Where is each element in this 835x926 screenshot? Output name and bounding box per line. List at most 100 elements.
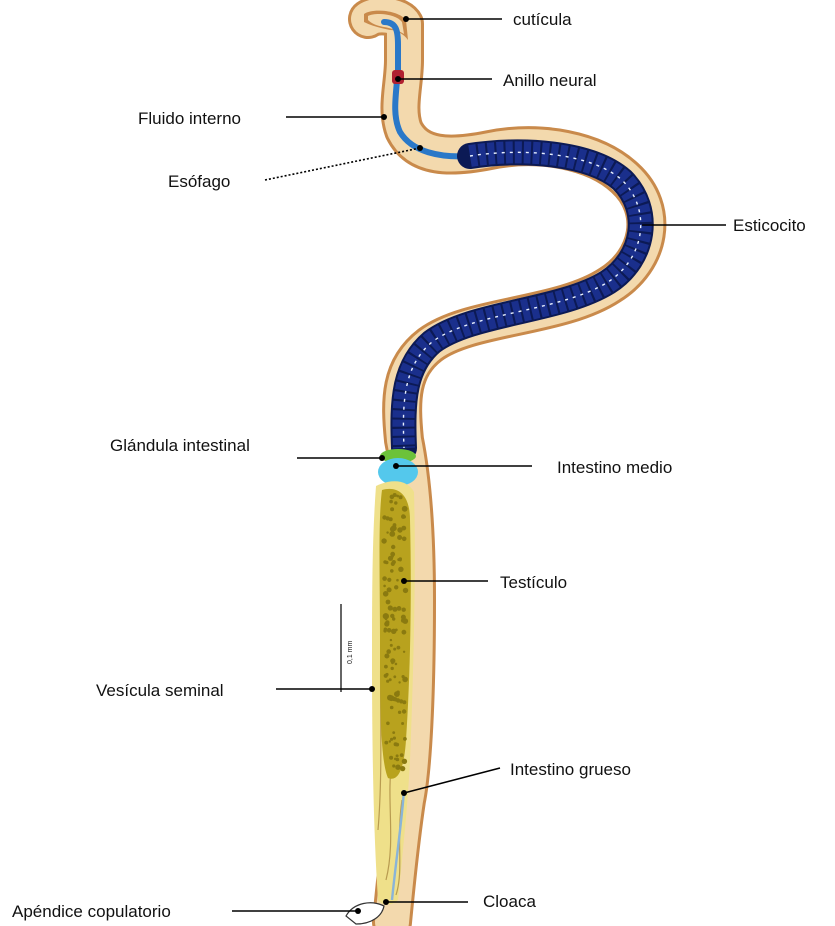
testis-cell — [391, 661, 394, 664]
testis-cell — [395, 743, 399, 747]
testis-cell — [395, 663, 398, 666]
testis-cell — [389, 740, 391, 742]
dot-testiculo — [401, 578, 407, 584]
testis-cell — [390, 639, 392, 641]
testis-cell — [400, 753, 404, 757]
testis-cell — [391, 545, 395, 549]
testis-cell — [403, 515, 406, 518]
testis-cell — [394, 585, 398, 589]
testis-cell — [384, 665, 388, 669]
testis-cell — [402, 709, 406, 713]
scale-bar-text: 0,1 mm — [347, 640, 354, 664]
testis-cell — [383, 585, 386, 588]
testis-cell — [403, 651, 405, 653]
dot-glandula-intestinal — [379, 455, 385, 461]
testis-cell — [390, 706, 394, 710]
testis-cell — [399, 495, 403, 499]
testis-cell — [393, 523, 397, 527]
testis-cell — [393, 648, 396, 651]
label-cloaca: Cloaca — [483, 892, 536, 911]
testis-cell — [394, 697, 398, 701]
testis-cell — [398, 681, 400, 683]
testis-cell — [386, 600, 391, 605]
testis-cell — [386, 722, 390, 726]
testis-cell — [397, 535, 402, 540]
testis-cell — [402, 700, 406, 704]
dot-cloaca — [383, 899, 389, 905]
label-testiculo: Testículo — [500, 573, 567, 592]
testis-cell — [387, 587, 392, 592]
testis-cell — [396, 579, 399, 582]
dot-apendice-copulatorio — [355, 908, 361, 914]
testis-cell — [392, 607, 397, 612]
testis-cell — [389, 500, 393, 504]
testis-cell — [392, 764, 395, 767]
testis-cell — [402, 677, 408, 683]
dot-fluido-interno — [381, 114, 387, 120]
testis-cell — [385, 620, 389, 624]
testis-cell — [401, 722, 404, 725]
testis-cell — [394, 501, 397, 504]
testis-cell — [384, 654, 389, 659]
testis-cell — [402, 630, 407, 635]
testis-cell — [385, 673, 388, 676]
testis-cell — [390, 738, 393, 741]
dot-cuticula — [403, 16, 409, 22]
testis-cell — [397, 646, 401, 650]
testis-cell — [382, 576, 387, 581]
dot-intestino-grueso — [401, 790, 407, 796]
testis-cell — [390, 644, 393, 647]
testis-cell — [381, 538, 386, 543]
testis-cell — [402, 537, 407, 542]
dot-anillo-neural — [395, 76, 401, 82]
testis-cell — [384, 741, 388, 745]
testis-cell — [390, 507, 394, 511]
testis-cell — [387, 578, 391, 582]
label-anillo-neural: Anillo neural — [503, 71, 597, 90]
label-cuticula: cutícula — [513, 10, 572, 29]
dot-esofago — [417, 145, 423, 151]
testis-cell — [402, 759, 407, 764]
testis-cell — [386, 649, 391, 654]
testis-cell — [393, 737, 396, 740]
testis-cell — [402, 608, 406, 612]
testis-cell — [389, 531, 395, 537]
testis-cell — [397, 766, 400, 769]
label-esticocito: Esticocito — [733, 216, 806, 235]
testis-cell — [394, 691, 400, 697]
testis-cell — [393, 493, 397, 497]
testis-cell — [396, 495, 399, 498]
testis-cell — [392, 731, 395, 734]
label-fluido-interno: Fluido interno — [138, 109, 241, 128]
testis-cell — [386, 531, 388, 533]
testis-cell — [399, 557, 402, 560]
testis-cell — [390, 526, 395, 531]
testis-cell — [389, 517, 393, 521]
testis-cell — [389, 756, 393, 760]
testis-cell — [397, 606, 402, 611]
testis-cell — [384, 628, 388, 632]
dot-intestino-medio — [393, 463, 399, 469]
testis-cell — [388, 605, 393, 610]
label-vesicula-seminal: Vesícula seminal — [96, 681, 224, 700]
testis-cell — [390, 569, 394, 573]
testis-cell — [383, 613, 389, 619]
testis-cell — [387, 628, 392, 633]
testis-cell — [396, 758, 400, 762]
testis-cell — [403, 588, 408, 593]
testis-cell — [391, 562, 395, 566]
label-intestino-grueso: Intestino grueso — [510, 760, 631, 779]
testis-cell — [403, 737, 407, 741]
testis-cell — [391, 629, 396, 634]
testis-cell — [398, 711, 401, 714]
testis-cell — [396, 754, 399, 757]
dot-vesicula-seminal — [369, 686, 375, 692]
label-esofago: Esófago — [168, 172, 230, 191]
testis-cell — [398, 567, 403, 572]
testis — [380, 489, 411, 779]
testis-cell — [401, 615, 406, 620]
label-apendice-copulatorio: Apéndice copulatorio — [12, 902, 171, 921]
testis-cell — [393, 675, 396, 678]
testis-cell — [386, 680, 389, 683]
